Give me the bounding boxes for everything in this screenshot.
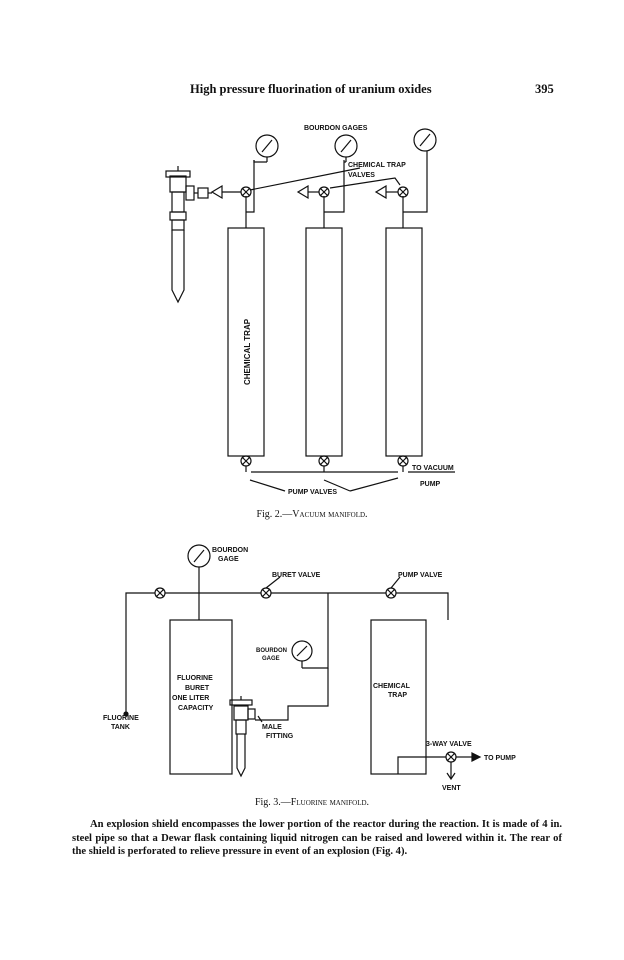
page-number: 395 bbox=[535, 82, 554, 96]
fluorine-tank-label-1: FLUORINE bbox=[103, 715, 139, 722]
vent-label: VENT bbox=[442, 785, 461, 792]
pump-valves-label: PUMP VALVES bbox=[288, 489, 337, 496]
page-header: High pressure fluorination of uranium ox… bbox=[0, 82, 624, 100]
fluorine-buret bbox=[169, 619, 233, 775]
figure-3-fluorine-manifold: BOURDON GAGE BURET VALVE PUMP VALVE BOUR… bbox=[103, 544, 516, 792]
figure-2-caption-prefix: Fig. 2. bbox=[256, 509, 283, 520]
fluorine-tank-label-2: TANK bbox=[111, 724, 130, 731]
buret-valve-label: BURET VALVE bbox=[272, 572, 321, 579]
male-fitting-label-1: MALE bbox=[262, 724, 282, 731]
trap-column-2 bbox=[305, 227, 343, 457]
reactor-valve bbox=[169, 175, 187, 193]
fluorine-buret-label-3: ONE LITER bbox=[172, 695, 209, 702]
three-way-valve-label: 3-WAY VALVE bbox=[426, 741, 472, 748]
body-paragraph: An explosion shield encompasses the lowe… bbox=[72, 819, 562, 857]
figure-3-caption-prefix: Fig. 3. bbox=[254, 797, 281, 808]
chemical-trap-label-1: CHEMICAL bbox=[373, 683, 411, 690]
bourdon-gage-label-2: GAGE bbox=[218, 556, 239, 563]
to-pump-label: TO PUMP bbox=[484, 755, 516, 762]
fluorine-buret-label-1: FLUORINE bbox=[177, 675, 213, 682]
chemical-trap-valves-label-1: CHEMICAL TRAP bbox=[348, 162, 406, 169]
figure-2-caption: Fig. 2.—Vacuum manifold. bbox=[256, 509, 368, 520]
to-vacuum-label: TO VACUUM bbox=[412, 465, 454, 472]
male-fitting bbox=[233, 705, 249, 721]
chemical-trap-label-2: TRAP bbox=[388, 692, 407, 699]
running-title: High pressure fluorination of uranium ox… bbox=[190, 82, 432, 96]
figure-2-vacuum-manifold: BOURDON GAGES CHEMICAL TRAP VALVES CHEMI… bbox=[165, 125, 455, 496]
figure-3-caption: Fig. 3.—Fluorine manifold. bbox=[254, 797, 370, 808]
bourdon-gages-label: BOURDON GAGES bbox=[304, 125, 368, 132]
figure-3-caption-title: Fluorine manifold. bbox=[290, 797, 370, 808]
bourdon-gage-label-1: BOURDON bbox=[212, 547, 248, 554]
bourdon-gage-3 bbox=[413, 128, 437, 152]
male-fitting-label-2: FITTING bbox=[266, 733, 294, 740]
chemical-trap-valves-label-2: VALVES bbox=[348, 172, 375, 179]
pump-label: PUMP bbox=[420, 481, 441, 488]
trap-column-3 bbox=[385, 227, 423, 457]
chemical-trap-label: CHEMICAL TRAP bbox=[243, 318, 252, 385]
fluorine-buret-label-4: CAPACITY bbox=[178, 705, 214, 712]
pump-valve-label: PUMP VALVE bbox=[398, 572, 443, 579]
bourdon-gage-small-label-2: GAGE bbox=[262, 656, 280, 662]
fluorine-buret-label-2: BURET bbox=[185, 685, 210, 692]
figure-2-caption-title: Vacuum manifold. bbox=[292, 509, 368, 520]
reactor-tube bbox=[171, 230, 185, 304]
bourdon-gage-small-label-1: BOURDON bbox=[256, 648, 287, 654]
